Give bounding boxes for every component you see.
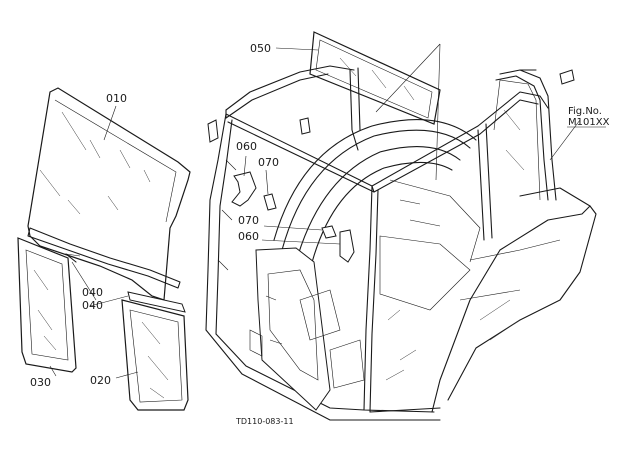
label-040-upper: 040 xyxy=(82,286,103,299)
fig-no-label: Fig.No. xyxy=(568,106,602,117)
label-050: 050 xyxy=(250,42,271,55)
part-labels: 010 050 060 070 070 060 040 040 030 020 xyxy=(30,42,279,389)
label-030: 030 xyxy=(30,376,51,389)
top-glass-050 xyxy=(309,31,441,125)
bracket-060-upper xyxy=(231,171,257,207)
label-040-lower: 040 xyxy=(82,299,103,312)
windshield-glass-010 xyxy=(27,87,191,301)
label-060-upper: 060 xyxy=(236,140,257,153)
lower-glass-030 xyxy=(17,237,77,373)
strip-040-upper xyxy=(65,253,77,263)
fig-no-value: M101XX xyxy=(568,117,610,128)
leader-lines xyxy=(49,43,581,379)
bolt-070-lower xyxy=(321,225,337,239)
lower-glass-020 xyxy=(121,299,189,411)
label-070-upper: 070 xyxy=(258,156,279,169)
label-070-lower: 070 xyxy=(238,214,259,227)
strip-040-lower xyxy=(127,291,186,313)
seal-strip xyxy=(27,227,181,289)
label-060-lower: 060 xyxy=(238,230,259,243)
cab-frame xyxy=(205,65,597,421)
bracket-060-lower xyxy=(339,229,355,263)
figure-reference: Fig.No. M101XX xyxy=(567,106,610,128)
bolt-070-upper xyxy=(263,193,277,211)
label-020: 020 xyxy=(90,374,111,387)
drawing-code: TD110-083-11 xyxy=(235,417,294,426)
label-010: 010 xyxy=(106,92,127,105)
